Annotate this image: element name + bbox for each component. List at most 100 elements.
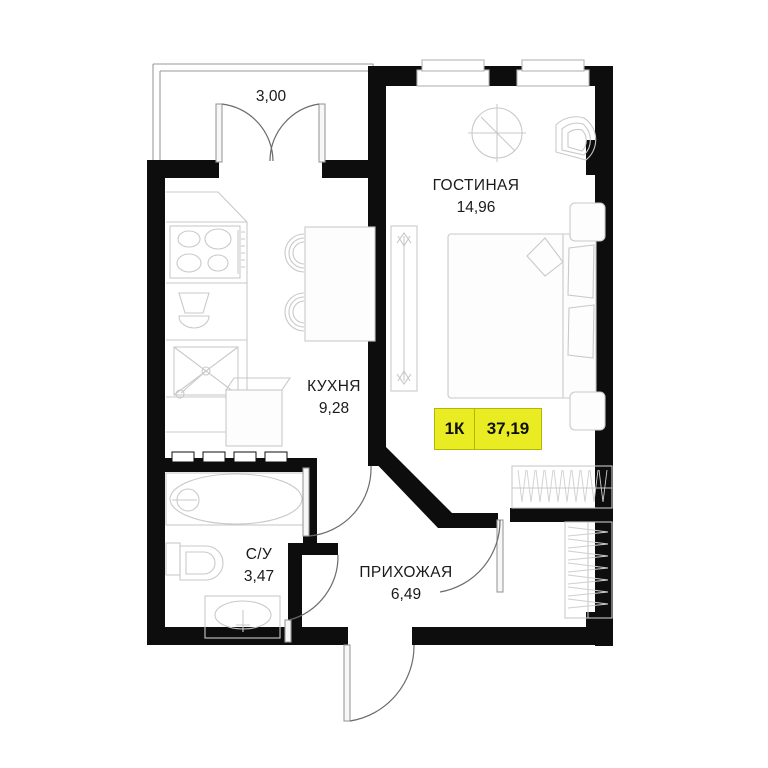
dish-1 [178, 292, 210, 314]
dishes-icon [178, 292, 210, 329]
toilet-tank [165, 542, 181, 576]
living-door-icon[interactable] [439, 519, 504, 593]
bathroom-door-leaf[interactable] [284, 619, 292, 643]
sink-icon [173, 346, 239, 399]
vent-2 [202, 451, 226, 463]
partition-marker-barb-top [397, 235, 411, 248]
wall-top-left-stub [147, 160, 219, 178]
wall-diagonal-hall [368, 447, 452, 528]
fridge-icon [224, 377, 292, 447]
balcony-door-arc-left [221, 103, 274, 162]
vent-1 [171, 451, 195, 463]
wardrobe-upper-shelf [511, 465, 613, 509]
vent-4 [264, 451, 288, 463]
summary-badge: 1К 37,19 [434, 408, 542, 450]
window-icon-left-sill [421, 59, 485, 72]
wall-bottom-left [147, 627, 348, 645]
balcony-door-leaf-right[interactable] [318, 103, 326, 163]
balcony-door-icon[interactable] [215, 103, 326, 163]
room-name-hall: ПРИХОЖАЯ [359, 564, 452, 581]
dining-chair-icon-2 [284, 292, 305, 332]
partition-marker-box [390, 225, 418, 392]
kitchen-door-icon[interactable] [302, 465, 372, 537]
bathroom-door-arc [288, 554, 339, 621]
nightstand-icon-1 [569, 202, 606, 242]
washbasin-icon [204, 595, 281, 639]
balcony-outline [152, 63, 374, 163]
armchair-mid [561, 122, 591, 156]
room-name-kitchen: КУХНЯ [307, 378, 361, 395]
room-area-hall: 6,49 [391, 586, 421, 603]
wall-hall-jog [438, 513, 498, 528]
bathtub-icon [169, 473, 303, 525]
entrance-door-icon[interactable] [343, 644, 415, 722]
room-name-living: ГОСТИНАЯ [433, 177, 520, 194]
room-area-living: 14,96 [457, 199, 496, 216]
partition-dimension-marker [390, 225, 418, 392]
wall-bath-right-lower [288, 543, 302, 633]
round-table-cross-d1 [480, 116, 516, 152]
kitchen-door-leaf[interactable] [302, 467, 310, 537]
stove-burner-4 [207, 254, 229, 272]
wall-right-upper [595, 66, 613, 441]
chair-2-inner [292, 300, 305, 324]
chair-1-outer [284, 233, 305, 273]
bathroom-fixtures [165, 472, 304, 639]
window-icon-right-sill [521, 59, 585, 72]
pillow-icon-2 [567, 304, 595, 359]
wall-bottom-right [412, 627, 613, 645]
wall-right-notch [586, 140, 596, 175]
entrance-door-arc [349, 644, 415, 722]
fridge-top [224, 377, 292, 391]
balcony-door-leaf-left[interactable] [215, 103, 223, 163]
bed-blanket-fold [526, 237, 564, 277]
sink-faucet-head [175, 389, 185, 399]
room-name-bath: С/У [246, 546, 273, 563]
round-table-icon [468, 104, 526, 162]
kitchen-furniture [166, 191, 376, 447]
bathtub-basin [169, 473, 303, 525]
chair-1-inner [292, 241, 305, 265]
wall-bath-left [147, 458, 165, 645]
kitchen-door-arc [308, 465, 372, 537]
fridge-body [225, 389, 283, 447]
nightstand-1 [569, 202, 606, 242]
bed-icon [447, 233, 597, 399]
dining-table-icon [304, 226, 376, 342]
entrance-door-leaf[interactable] [343, 644, 351, 722]
chair-2-mid [288, 296, 305, 328]
stove-burner-3 [176, 253, 202, 273]
partition-marker-barb-bottom [397, 369, 411, 382]
bath-top-vents [171, 451, 288, 463]
bathroom-door-icon[interactable] [284, 554, 339, 643]
wall-bath-right-jog [288, 543, 338, 555]
balcony-dimension-label: 3,00 [256, 88, 287, 105]
wardrobe-upper-hanging [517, 469, 608, 503]
washbasin-counter [204, 595, 281, 639]
sink-faucet [180, 370, 207, 394]
living-door-arc [439, 519, 501, 593]
toilet-bowl-outer [179, 545, 224, 581]
wall-wardrobe-bottom-notch [586, 612, 613, 630]
balcony-door-arc-right [269, 103, 320, 162]
room-area-bath: 3,47 [244, 568, 274, 585]
vent-3 [233, 451, 257, 463]
living-furniture [447, 104, 606, 431]
wall-kitchen-living-divider [368, 66, 386, 466]
bed-mattress [447, 233, 597, 399]
wardrobe-icon [511, 465, 613, 619]
dining-chair-icon-1 [284, 233, 305, 273]
armchair-icon [555, 116, 597, 161]
window-icon-left [416, 69, 490, 87]
armchair-outer [555, 116, 597, 161]
partition-marker-arrow-top [396, 232, 412, 244]
toilet-seat [185, 551, 216, 575]
chair-1-mid [288, 237, 305, 269]
stove-icon [169, 225, 245, 279]
partition-marker-arrow-bottom [396, 373, 412, 385]
nightstand-icon-2 [569, 391, 606, 431]
nightstand-2 [569, 391, 606, 431]
wall-top-mid-stub [322, 160, 382, 178]
pillow-2 [567, 304, 595, 359]
